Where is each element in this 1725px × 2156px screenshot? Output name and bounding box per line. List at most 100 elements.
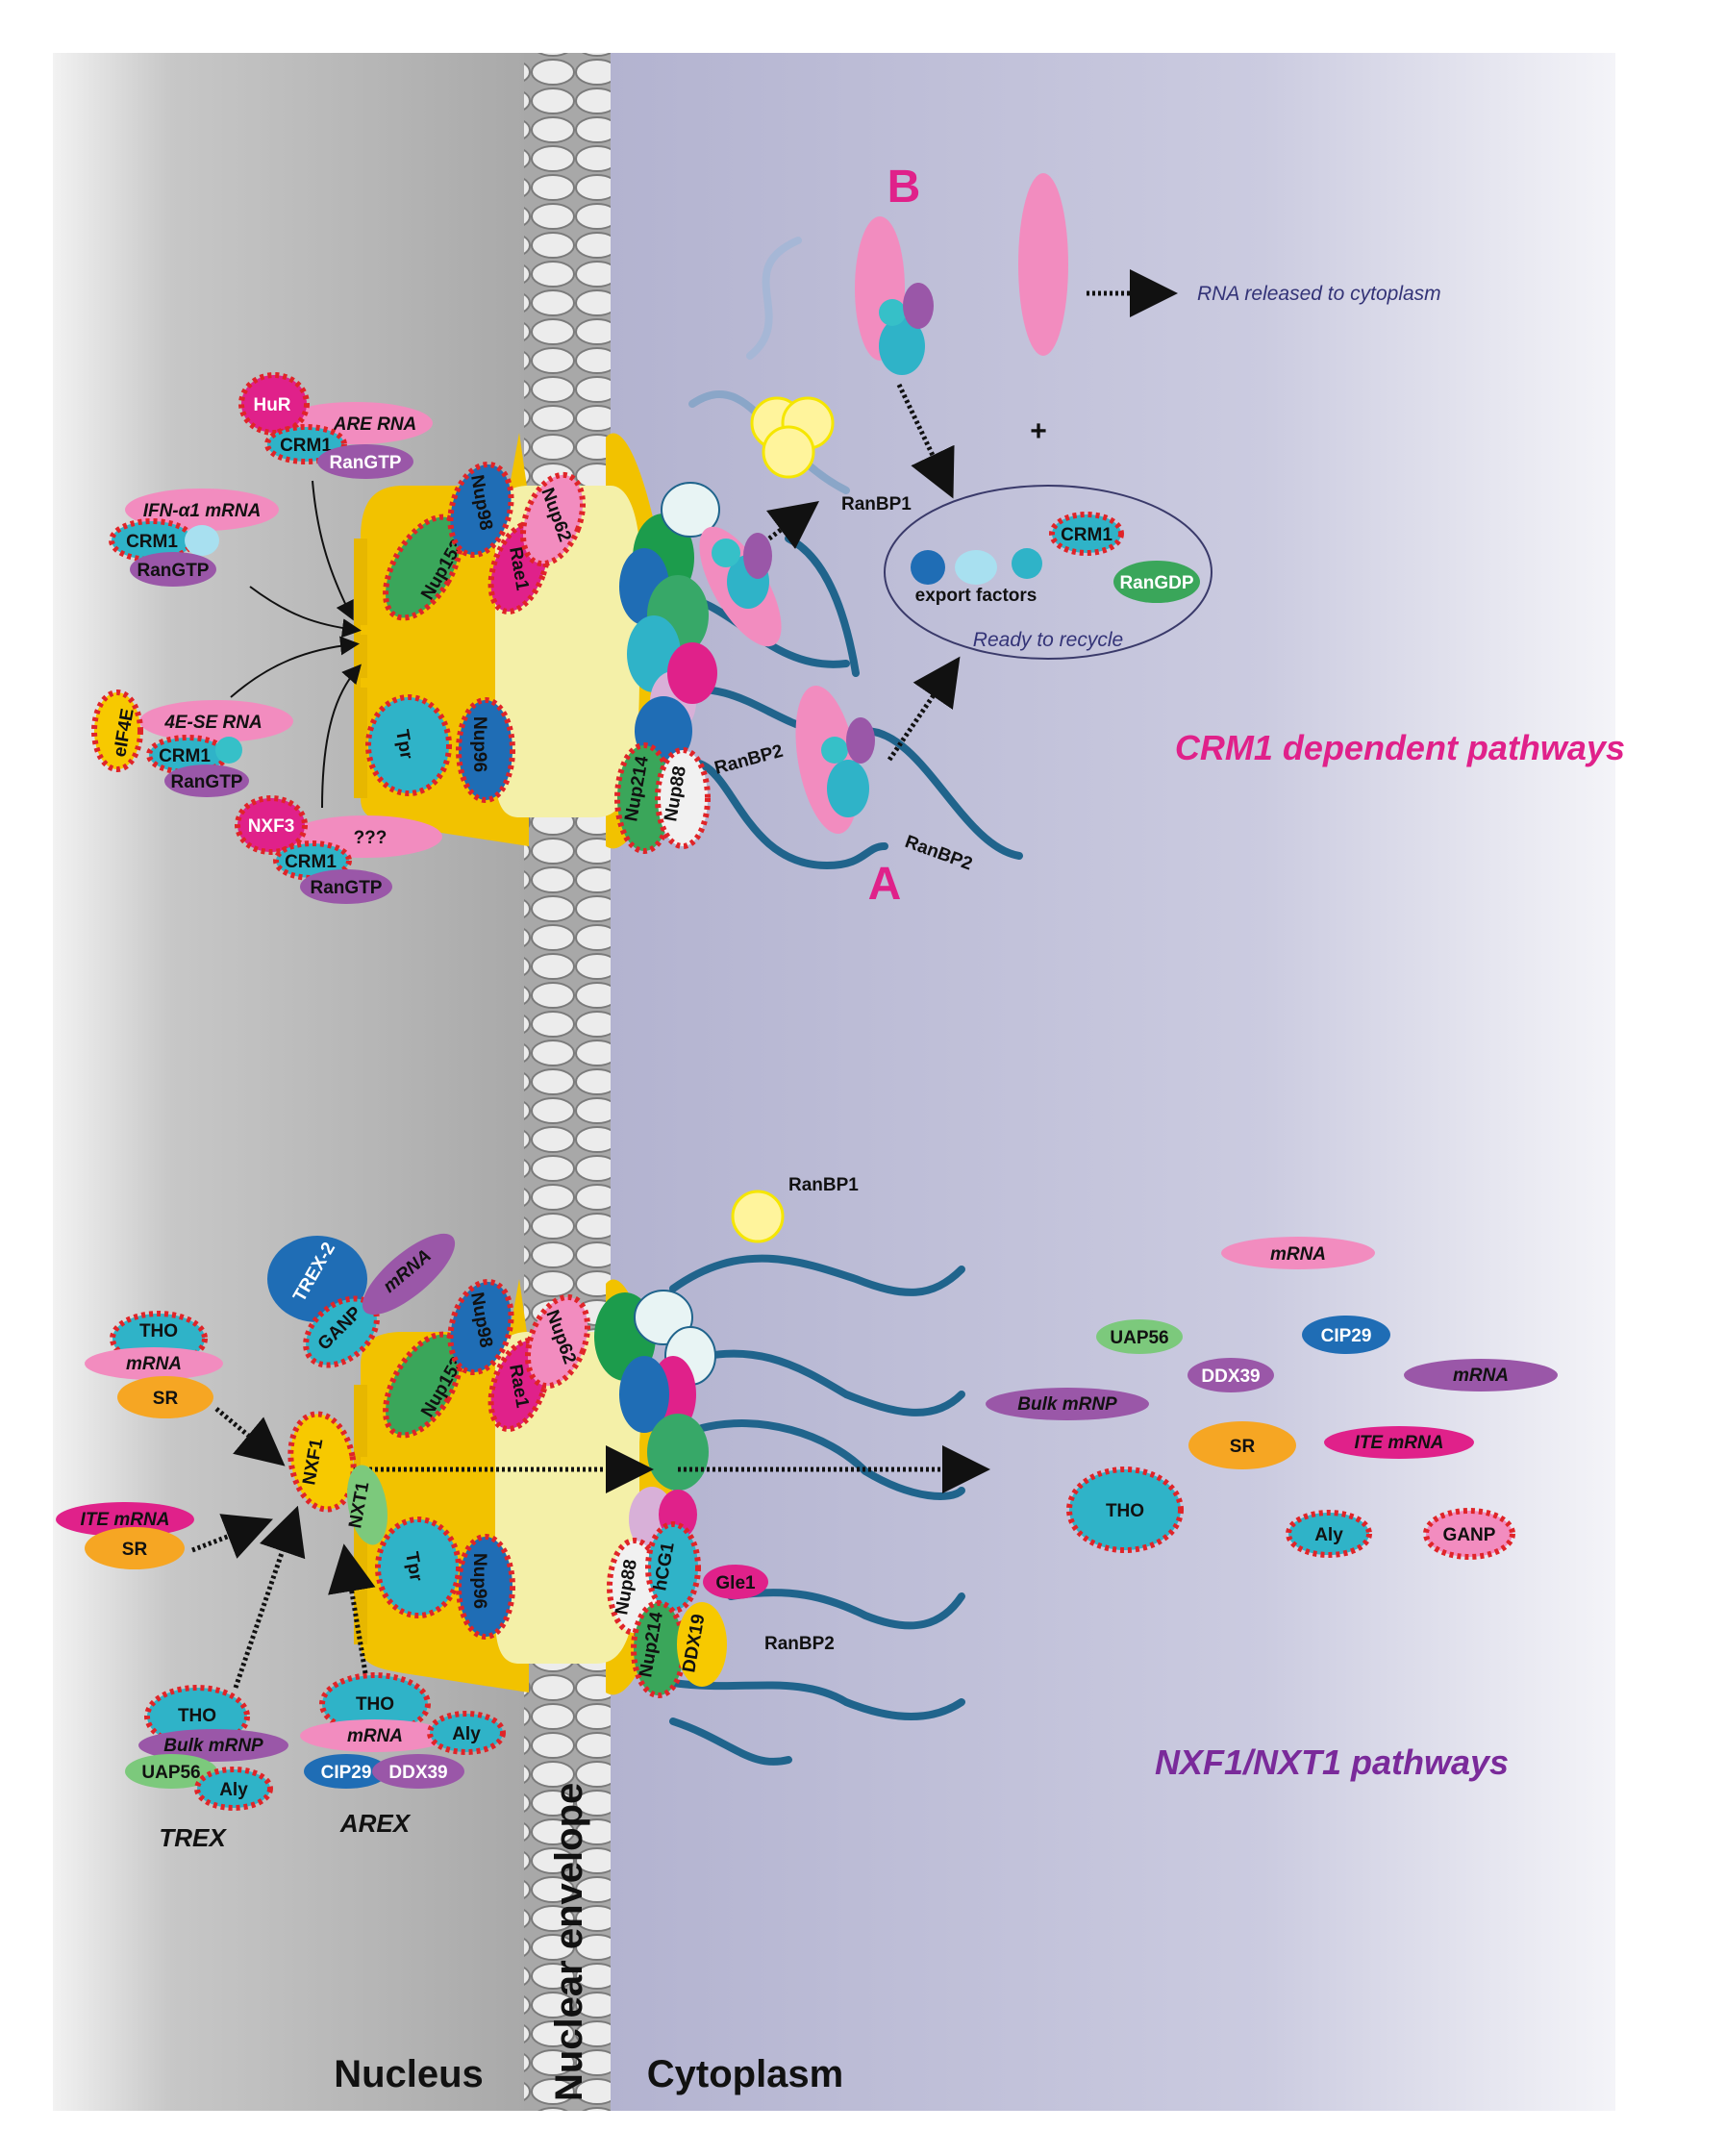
rna-released xyxy=(1018,173,1068,356)
svg-text:THO: THO xyxy=(1106,1501,1144,1521)
svg-text:RanGTP: RanGTP xyxy=(330,453,402,473)
tho-sr-complex: THO mRNA SR xyxy=(85,1311,223,1418)
svg-text:CIP29: CIP29 xyxy=(1321,1326,1372,1346)
svg-text:ITE mRNA: ITE mRNA xyxy=(1355,1433,1444,1453)
plus-sign: + xyxy=(1030,415,1047,447)
svg-text:DDX39: DDX39 xyxy=(1201,1366,1260,1387)
label-b: B xyxy=(888,162,921,213)
svg-text:mRNA: mRNA xyxy=(1453,1366,1509,1386)
svg-text:SR: SR xyxy=(122,1540,148,1560)
arrow-tho-to-nxf1 xyxy=(214,1407,286,1467)
svg-text:CRM1: CRM1 xyxy=(285,852,337,872)
svg-text:NXF3: NXF3 xyxy=(248,816,295,837)
ranbp1-cluster xyxy=(750,396,835,479)
arrow-to-ranbp1 xyxy=(766,501,819,549)
cyto-ring-top xyxy=(619,482,720,765)
svg-text:CRM1: CRM1 xyxy=(159,746,211,766)
svg-text:ITE mRNA: ITE mRNA xyxy=(81,1510,170,1530)
svg-text:Aly: Aly xyxy=(1314,1525,1343,1545)
svg-text:Nup96: Nup96 xyxy=(469,1553,489,1609)
svg-text:GANP: GANP xyxy=(1443,1525,1496,1545)
ifn-complex: IFN-α1 mRNA CRM1 RanGTP xyxy=(109,489,279,587)
svg-text:THO: THO xyxy=(139,1321,178,1341)
nuclear-envelope xyxy=(524,53,611,2111)
export-factors-label: export factors xyxy=(915,586,1038,606)
svg-text:THO: THO xyxy=(356,1694,394,1715)
nxf3-complex: ??? NXF3 CRM1 RanGTP xyxy=(235,795,442,904)
arrow-trex-to-nxf1 xyxy=(233,1505,306,1689)
svg-text:Aly: Aly xyxy=(452,1724,481,1744)
arrow-ite-to-nxf1 xyxy=(191,1514,273,1559)
cytoplasm-region xyxy=(611,53,1615,2111)
svg-text:CIP29: CIP29 xyxy=(321,1763,372,1783)
svg-text:mRNA: mRNA xyxy=(126,1354,182,1374)
nup98-bottom: Nup98 xyxy=(447,1278,514,1376)
svg-text:CRM1: CRM1 xyxy=(126,532,178,552)
svg-text:Bulk mRNP: Bulk mRNP xyxy=(163,1736,263,1756)
nup98-top: Nup98 xyxy=(447,461,514,559)
nup214-bottom: Nup214 xyxy=(631,1600,687,1698)
svg-text:UAP56: UAP56 xyxy=(141,1763,200,1783)
svg-text:SR: SR xyxy=(1230,1437,1256,1457)
ranbp1-label: RanBP1 xyxy=(841,494,912,514)
svg-text:IFN-α1 mRNA: IFN-α1 mRNA xyxy=(143,501,262,521)
svg-text:Nup96: Nup96 xyxy=(469,716,489,772)
nup62-bottom: Nup62 xyxy=(524,1293,591,1390)
nup96-top: Nup96 xyxy=(456,697,515,803)
arrow-arex-to-nxt1 xyxy=(328,1543,376,1674)
svg-text:mRNA: mRNA xyxy=(347,1726,403,1746)
cyto-fibril xyxy=(669,1717,792,1766)
svg-text:DDX39: DDX39 xyxy=(388,1763,447,1783)
tpr-top: Tpr xyxy=(365,694,452,796)
svg-text:Gle1: Gle1 xyxy=(715,1573,756,1593)
nup88-top: Nup88 xyxy=(655,747,711,849)
cyto-fibril xyxy=(669,1254,965,1296)
nxf1-pathway-title: NXF1/NXT1 pathways xyxy=(1155,1742,1509,1782)
hur-complex: ARE RNA HuR CRM1 RanGTP xyxy=(238,372,433,479)
svg-text:4E-SE RNA: 4E-SE RNA xyxy=(163,713,262,733)
arex-label: AREX xyxy=(339,1809,412,1838)
eif4e-complex: 4E-SE RNA eIF4E CRM1 RanGTP xyxy=(91,689,293,797)
gle1-bottom: Gle1 xyxy=(703,1565,768,1599)
ranbp2-bottom-label: RanBP2 xyxy=(764,1634,835,1654)
svg-text:UAP56: UAP56 xyxy=(1110,1328,1168,1348)
svg-text:HuR: HuR xyxy=(253,395,290,415)
cytoplasm-label: Cytoplasm xyxy=(647,2053,844,2095)
ready-label: Ready to recycle xyxy=(973,629,1123,651)
cytoplasm-factors: mRNA UAP56 CIP29 DDX39 mRNA Bulk mRNP SR… xyxy=(986,1237,1558,1560)
import-arrows-top xyxy=(230,480,362,809)
nup96-bottom: Nup96 xyxy=(456,1534,515,1640)
arrow-b-to-recycle xyxy=(896,383,955,499)
ite-sr-complex: ITE mRNA SR xyxy=(56,1502,194,1569)
nxf1: NXF1 xyxy=(288,1411,357,1513)
recycle-pool xyxy=(884,485,1212,660)
svg-text:RanGTP: RanGTP xyxy=(311,878,383,898)
crm1-complex-cyto xyxy=(699,526,782,647)
svg-text:THO: THO xyxy=(178,1706,216,1726)
arrow-a-to-recycle xyxy=(887,656,961,762)
svg-text:SR: SR xyxy=(153,1389,179,1409)
cyto-fibril xyxy=(698,1419,965,1500)
svg-text:ARE RNA: ARE RNA xyxy=(333,414,417,435)
cyto-fibril xyxy=(746,237,802,360)
svg-text:CRM1: CRM1 xyxy=(280,436,332,456)
trex-label: TREX xyxy=(159,1823,227,1852)
nucleus-region xyxy=(53,53,524,2111)
trex2-complex: TREX-2 GANP mRNA xyxy=(267,1233,456,1368)
hcg1-bottom: hCG1 xyxy=(645,1521,701,1614)
svg-text:RanGTP: RanGTP xyxy=(138,561,210,581)
nup214-top: Nup214 xyxy=(614,742,674,854)
arex-complex: THO mRNA Aly CIP29 DDX39 xyxy=(300,1672,506,1789)
recycle-crm1-label: CRM1 xyxy=(1061,525,1112,545)
crm1-pathway-title: CRM1 dependent pathways xyxy=(1175,728,1625,767)
nucleus-label: Nucleus xyxy=(334,2053,484,2095)
cyto-fibril xyxy=(669,758,888,870)
released-label: RNA released to cytoplasm xyxy=(1197,283,1441,305)
nup62-top: Nup62 xyxy=(519,471,587,567)
ranbp1-bottom xyxy=(731,1190,785,1243)
svg-text:RanGTP: RanGTP xyxy=(171,772,243,792)
ddx19-bottom: DDX19 xyxy=(677,1602,727,1687)
tpr-bottom: Tpr xyxy=(375,1517,462,1618)
cyto-fibril xyxy=(669,1679,965,1720)
